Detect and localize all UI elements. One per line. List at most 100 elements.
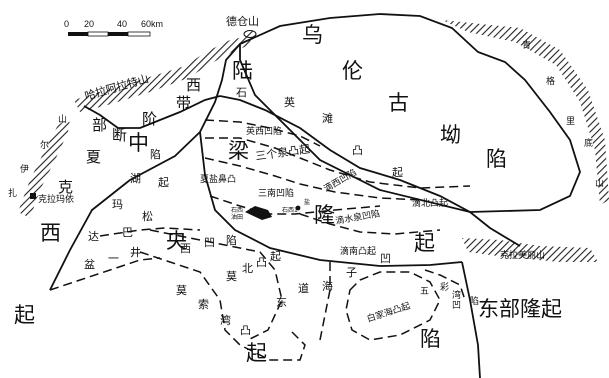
label-tiancang: 德仓山 (226, 14, 259, 28)
label-karamay: 克拉玛依 (38, 193, 74, 205)
dibei-boundary (219, 95, 521, 247)
labels: 德仓山 哈拉阿拉特山 青 格 里 底 山 扎 伊 尔 山 克拉美丽山 克拉玛依 … (8, 14, 604, 365)
label-dishui: 滴水泉凹陷 (334, 207, 380, 227)
label-wulungu-4: 陷 (486, 147, 507, 171)
label-wcw-1: 彩 (440, 282, 449, 293)
label-shiying-0: 石 (236, 86, 247, 99)
label-zhayier-2: 尔 (40, 139, 49, 151)
west-uplift-boundary (49, 43, 241, 291)
donghai-west (319, 262, 331, 341)
kelameili-mountain (462, 238, 598, 262)
label-wulungu-2: 古 (388, 91, 409, 115)
label-wcw-3: 凹 (452, 301, 461, 311)
label-msw-1: 索 (198, 297, 209, 311)
solid-boundaries (49, 13, 581, 378)
label-sannan: 三南凹陷 (258, 187, 294, 199)
dabasong-north (99, 227, 201, 237)
label-luliang-1: 梁 (228, 139, 249, 163)
label-mobei-0: 莫 (226, 270, 237, 283)
label-fault-0: 部 (92, 116, 107, 134)
label-central-2: 隆 (314, 203, 335, 227)
label-wcw-0: 五 (420, 287, 429, 297)
label-wcw-4: 陷 (470, 295, 479, 307)
label-wulungu-1: 伦 (342, 59, 363, 83)
label-wulungu-3: 坳 (440, 123, 461, 147)
label-west-uplift-3: 起 (14, 303, 35, 327)
label-dh-0: 东 (276, 296, 287, 309)
scale-tick-20: 20 (84, 19, 94, 29)
dishui-south (299, 213, 441, 235)
wucaiwan (424, 269, 466, 301)
label-kelameili: 克拉美丽山 (500, 249, 545, 261)
dashed-boundaries (49, 119, 471, 361)
label-msw-0: 莫 (176, 284, 187, 297)
label-qingge-4: 山 (595, 178, 604, 189)
label-xiwa-1: 凹 (204, 236, 215, 249)
shixi-well-icon (295, 205, 301, 211)
label-west-belt-1: 带 (176, 94, 191, 112)
label-qingge-1: 格 (546, 75, 555, 87)
label-pyj-0: 盆 (84, 257, 95, 271)
label-central-1: 央 (166, 229, 187, 253)
label-zhayier-0: 扎 (8, 187, 17, 199)
label-west-uplift-0: 西 (40, 221, 61, 245)
mobei-west (149, 229, 283, 341)
label-xiwa-0: 西 (180, 242, 191, 255)
sange-south (204, 157, 421, 201)
label-oilfield-1: 油田 (231, 213, 243, 221)
label-daba-1: 巴 (122, 226, 133, 239)
label-mahu-3: 陷 (150, 147, 161, 161)
label-mahu-0: 玛 (112, 198, 123, 211)
label-shiying-1: 英 (284, 95, 295, 109)
east-uplift-boundary (461, 261, 481, 378)
label-shiying-2: 滩 (322, 111, 333, 125)
baijiahai (345, 271, 441, 341)
label-ke-0: 克 (58, 178, 73, 196)
label-mobei-3: 起 (270, 250, 281, 263)
wulungu-boundary (239, 13, 581, 213)
label-qingge-3: 底 (584, 137, 593, 149)
qingge-mountain (442, 20, 609, 205)
label-dh-4: 凹 (380, 252, 391, 265)
label-dibei: 滴北凸起 (412, 197, 448, 209)
tiancang-peak-icon (243, 30, 257, 38)
label-yingxi: 英西凹陷 (246, 125, 282, 137)
west-belt-inner (83, 95, 221, 129)
penyijing-south (49, 257, 161, 291)
label-dh-5: 陷 (420, 327, 441, 351)
halaalate-mountain (74, 36, 252, 112)
label-msw-2: 湾 (220, 313, 231, 327)
label-dh-1: 道 (298, 281, 309, 295)
label-xiwa-2: 陷 (226, 233, 237, 247)
label-qingge-0: 青 (522, 39, 531, 51)
label-wulungu-0: 乌 (302, 23, 323, 47)
sange-north (205, 137, 471, 189)
label-central-0: 中 (128, 131, 149, 155)
label-central-3: 起 (414, 231, 435, 255)
label-shixi-text: 石西 (231, 207, 243, 214)
label-shiying-3: 凸 (352, 144, 363, 157)
yingxi-south (204, 119, 321, 147)
label-zhongguai-3: 起 (158, 176, 169, 189)
label-qingge-2: 里 (566, 116, 575, 127)
label-fault-1: 断 (112, 126, 127, 144)
karamay-city-icon (30, 193, 36, 199)
label-yan: 盐 (304, 198, 310, 206)
label-east-uplift: 东部隆起 (478, 297, 562, 321)
label-pyj-1: 一 (108, 252, 119, 265)
scale-tick-60: 60km (141, 19, 163, 29)
label-msw-3: 凸 (240, 324, 251, 337)
label-fault-2: 阶 (142, 110, 157, 128)
label-west-belt-0: 西 (186, 76, 201, 94)
label-dh-3: 子 (346, 266, 357, 279)
label-pyj-2: 井 (130, 245, 141, 259)
label-daba-2: 松 (142, 209, 153, 223)
label-dh-2: 海 (322, 279, 333, 293)
label-shixi-well: 石西1 (282, 207, 298, 214)
label-xiazijie-0: 夏 (86, 148, 101, 166)
shixi-oilfield-marker (245, 206, 272, 220)
scale-tick-40: 40 (117, 19, 127, 29)
scale-tick-0: 0 (64, 19, 69, 29)
